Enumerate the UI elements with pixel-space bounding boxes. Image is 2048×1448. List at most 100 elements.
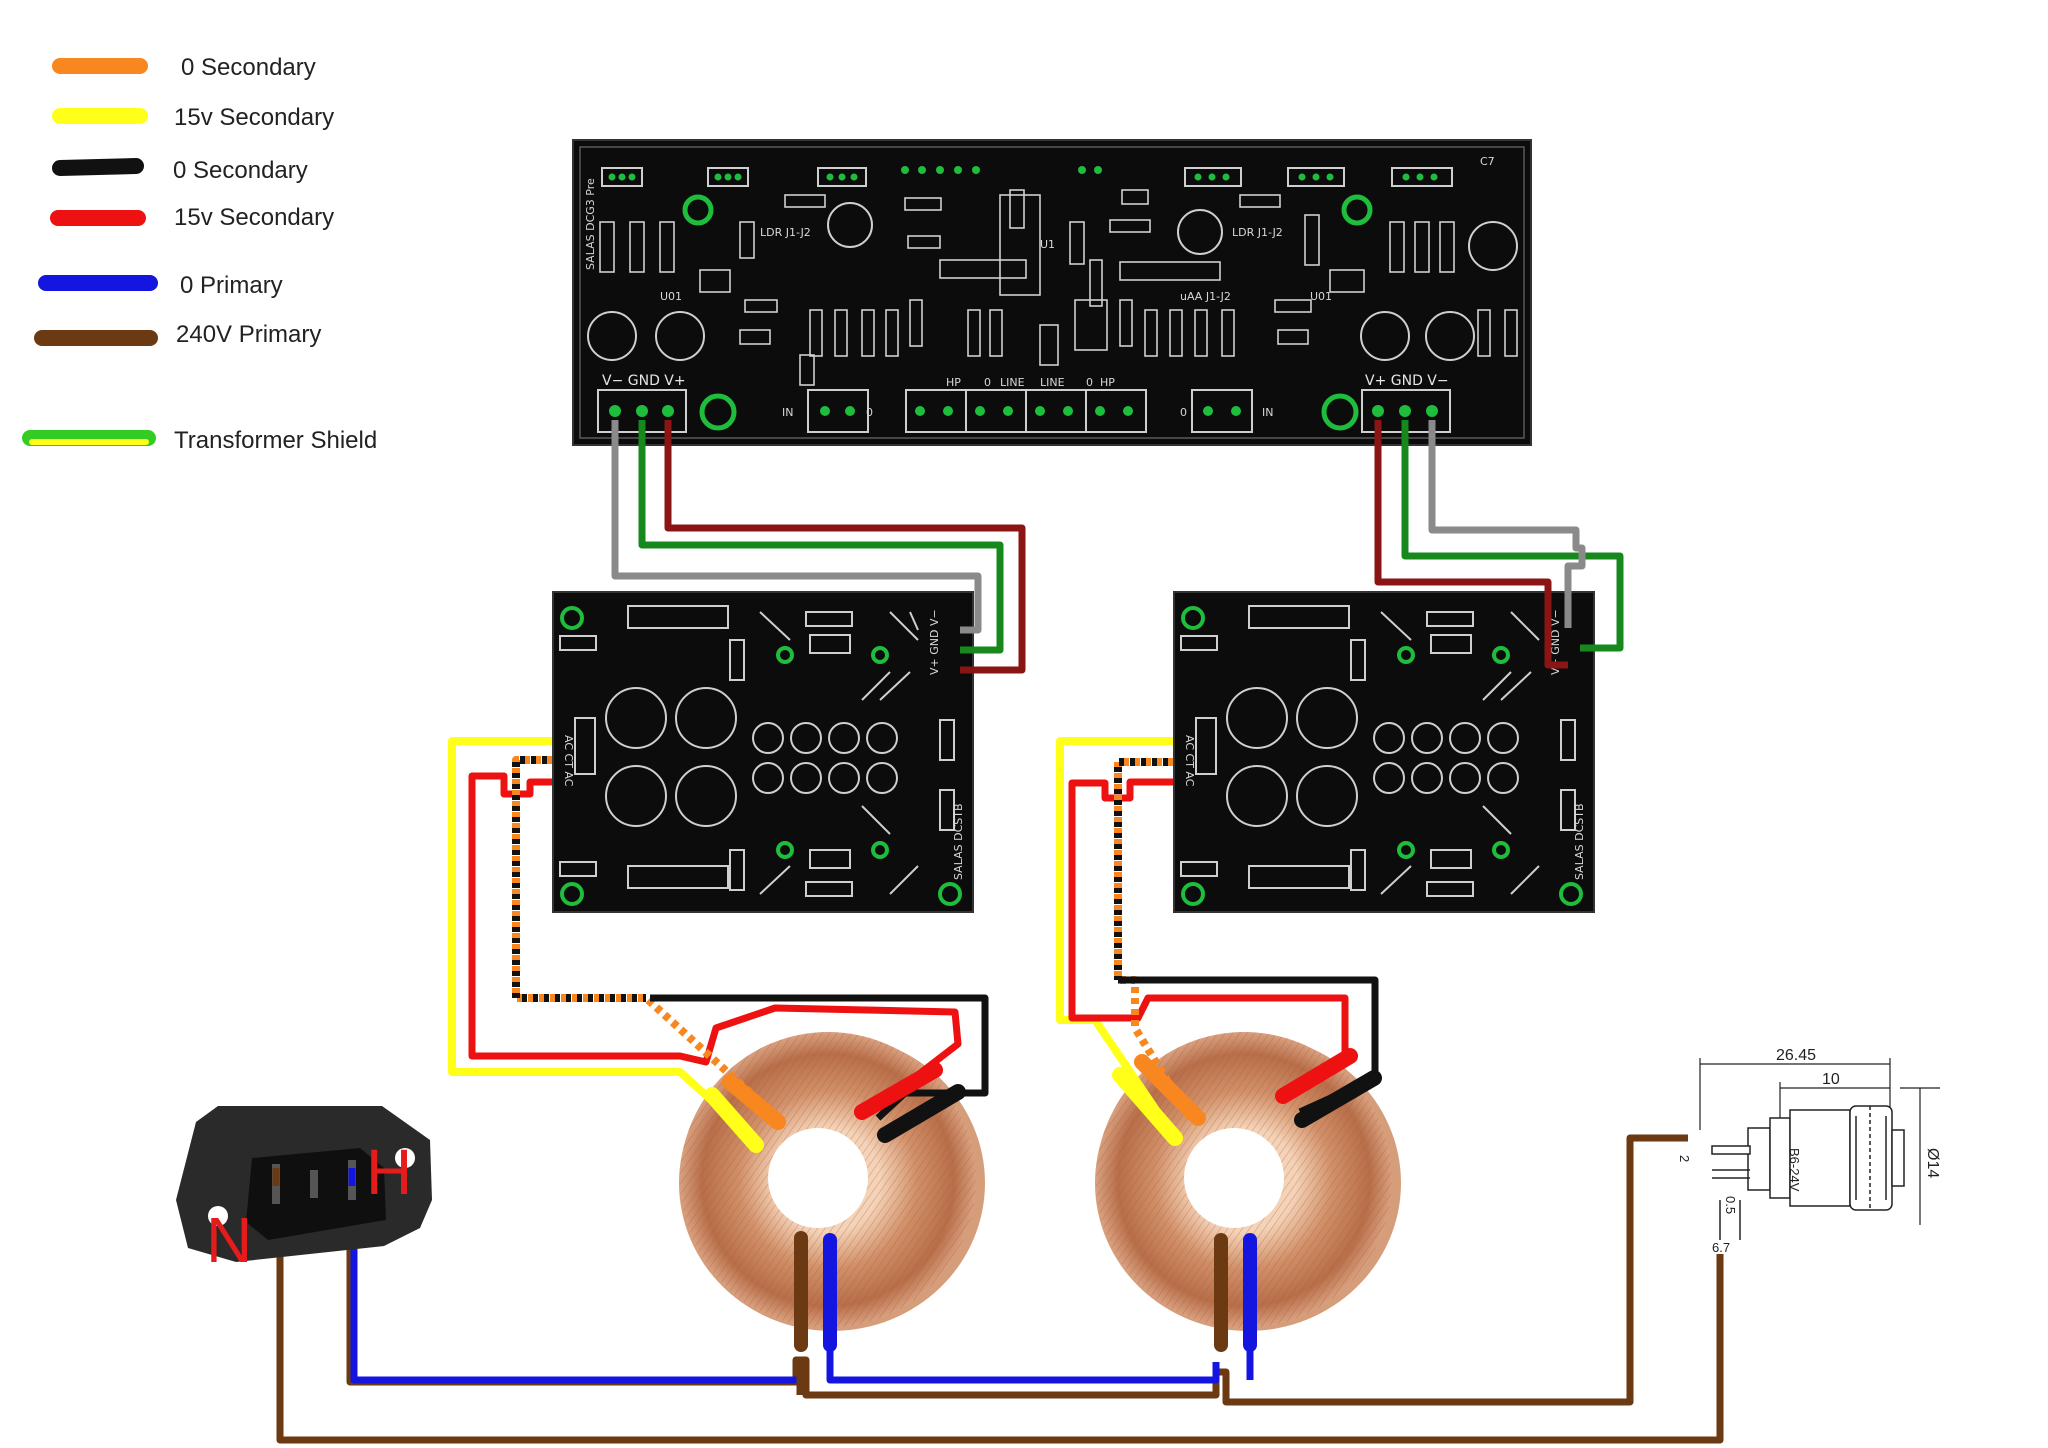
svg-text:U1: U1	[1040, 238, 1055, 251]
psu-board-left: AC CT AC V+ GND V− SALAS DCSTB	[552, 591, 974, 913]
psu-output-label: V+ GND V−	[928, 609, 941, 675]
legend-label: 15v Secondary	[174, 104, 334, 131]
wire-brown-240v-switched	[346, 1134, 1700, 1406]
lead-yellow	[1112, 1067, 1183, 1146]
wire-darkred-v-plus	[664, 420, 1026, 674]
preamp-pads	[608, 166, 1438, 181]
toroid-hole	[768, 1128, 868, 1228]
dc-wires-left	[611, 420, 1026, 674]
psu-heatsinks	[759, 611, 919, 895]
svg-text:IN: IN	[782, 406, 793, 419]
switch-part-label: B6-24V	[1787, 1148, 1802, 1192]
legend-item-15v-secondary-red: 15v Secondary	[50, 204, 334, 231]
legend-item-0-secondary-orange: 0 Secondary	[52, 54, 316, 81]
psu-input-label: AC CT AC	[1183, 735, 1196, 787]
svg-text:LDR J1-J2: LDR J1-J2	[760, 226, 811, 239]
svg-text:uAA J1-J2: uAA J1-J2	[1180, 290, 1231, 303]
legend-item-transformer-shield: Transformer Shield	[22, 427, 377, 454]
psu-capacitors	[559, 605, 955, 897]
wire-yellow-15v	[1056, 737, 1179, 1141]
svg-text:0: 0	[1180, 406, 1187, 419]
psu-output-label: V+ GND V−	[1549, 609, 1562, 675]
svg-text:HP: HP	[946, 376, 961, 389]
dim-pin-width: 2	[1677, 1155, 1692, 1162]
preamp-io-labels: IN 0 HP 0 LINE LINE 0 HP 0 IN	[782, 376, 1273, 419]
preamp-top-headers	[601, 167, 1453, 187]
toroid-right-leads	[1112, 1048, 1382, 1352]
wire-orange-dotted-0	[1114, 758, 1194, 1121]
svg-text:HP: HP	[1100, 376, 1115, 389]
svg-text:0: 0	[984, 376, 991, 389]
legend-label: 0 Secondary	[173, 157, 308, 184]
iec-screw-hole-right	[395, 1148, 415, 1168]
lead-black	[877, 1084, 966, 1143]
wire-darkred-v-plus	[1374, 420, 1568, 669]
dc-wires-right	[1374, 420, 1624, 669]
dim-pin-thickness: 0.5	[1723, 1196, 1738, 1214]
preamp-terminal-pads	[609, 405, 1438, 417]
lead-black	[1294, 1070, 1382, 1128]
pcb-substrate	[572, 139, 1532, 446]
iec-hot-label: H	[366, 1136, 412, 1208]
psu-board-name: SALAS DCSTB	[1573, 804, 1586, 881]
svg-text:0: 0	[866, 406, 873, 419]
svg-text:LINE: LINE	[1000, 376, 1025, 389]
legend-swatch	[52, 158, 144, 176]
toroid-left-leads	[704, 1062, 966, 1352]
iec-pin-earth	[310, 1170, 318, 1198]
svg-text:U01: U01	[660, 290, 682, 303]
wire-gray-v-minus	[1428, 420, 1586, 628]
wire-black-dotted-0	[512, 756, 646, 1002]
psu-mounting-holes	[1181, 606, 1583, 906]
wire-gray-v-minus	[611, 420, 982, 634]
svg-text:LINE: LINE	[1040, 376, 1065, 389]
switch-body	[1711, 1105, 1905, 1240]
dim-body-length: 10	[1822, 1071, 1840, 1088]
svg-text:IN: IN	[1262, 406, 1273, 419]
legend-label: 240V Primary	[176, 321, 321, 348]
preamp-right-power-label: V+ GND V−	[1365, 373, 1449, 389]
wire-red-15v	[468, 772, 962, 1111]
psu-board-right: AC CT AC V+ GND V− SALAS DCSTB	[1173, 591, 1595, 913]
legend: 0 Secondary 15v Secondary 0 Secondary 15…	[22, 54, 377, 454]
wire-green-gnd	[638, 420, 1004, 654]
dim-pin-length: 6.7	[1712, 1240, 1730, 1255]
wire-brown-240v-live	[276, 1180, 1724, 1444]
primary-wires	[276, 1134, 1724, 1444]
iec-neutral-label: N	[206, 1204, 252, 1276]
legend-item-0-primary-blue: 0 Primary	[38, 272, 283, 299]
svg-text:0: 0	[1086, 376, 1093, 389]
svg-text:U01: U01	[1310, 290, 1332, 303]
lead-yellow	[704, 1087, 764, 1153]
preamp-resistors	[599, 189, 1518, 386]
lead-orange	[722, 1074, 786, 1130]
lead-red	[854, 1062, 943, 1120]
lead-orange	[1134, 1054, 1206, 1126]
iec-inlet: N H	[176, 1106, 432, 1276]
wire-green-gnd	[1401, 420, 1624, 652]
wire-red-15v	[1068, 778, 1349, 1099]
legend-label: 0 Secondary	[181, 54, 316, 81]
legend-label: 0 Primary	[180, 272, 283, 299]
svg-text:C7: C7	[1480, 155, 1495, 168]
dim-diameter: Ø14	[1924, 1148, 1941, 1178]
psu-capacitors	[1180, 605, 1576, 897]
dim-overall-length: 26.45	[1776, 1047, 1816, 1064]
svg-text:LDR J1-J2: LDR J1-J2	[1232, 226, 1283, 239]
psu-board-name: SALAS DCSTB	[952, 804, 965, 881]
preamp-mounting-holes	[682, 194, 1373, 431]
wire-black-dotted-0	[1114, 758, 1173, 980]
preamp-capacitors	[587, 202, 1518, 361]
iec-leads	[272, 1168, 356, 1186]
psu-mounting-holes	[560, 606, 962, 906]
psu-heatsinks	[1380, 611, 1540, 895]
legend-item-0-secondary-black: 0 Secondary	[52, 157, 308, 184]
legend-label: 15v Secondary	[174, 204, 334, 231]
preamp-board: U01 U01 LDR J1-J2 LDR J1-J2 U1 uAA J1-J2 C7…	[572, 139, 1532, 446]
wire-blue-0-primary-link	[826, 1345, 1220, 1384]
lead-red	[1275, 1048, 1358, 1104]
pcb-outline	[579, 146, 1525, 439]
switch-dimension-lines	[1699, 1058, 1940, 1225]
psu-input-label: AC CT AC	[562, 735, 575, 787]
power-switch-drawing: 26.45 10 Ø14 2 0.5 6.7 B6-24V	[1677, 1008, 1948, 1255]
